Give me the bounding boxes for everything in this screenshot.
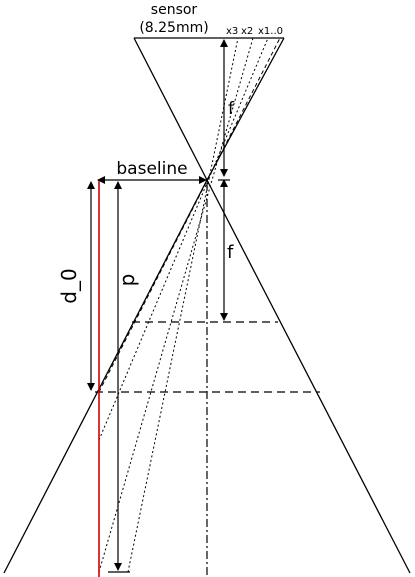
sensor-label: sensor (151, 2, 198, 18)
x3-label: x3 (226, 26, 238, 37)
x2-label: x2 (241, 26, 253, 37)
f-lower-label: f (227, 242, 234, 263)
lower-cone-left-edge (3, 179, 208, 574)
lower-cone-right-edge (206, 179, 411, 574)
upper-cone-left-edge (133, 37, 208, 181)
ray-x1 (98, 37, 269, 441)
ray-x3 (127, 37, 239, 573)
baseline-label: baseline (116, 159, 187, 179)
upper-cone-right-edge (206, 37, 285, 181)
f-upper-label: f (228, 99, 235, 119)
sensor-size-label: (8.25mm) (139, 20, 208, 36)
d0-label: d_0 (57, 268, 81, 303)
ray-x0 (98, 37, 281, 393)
p-label: p (115, 274, 139, 287)
x1-label: x1..0 (258, 26, 283, 37)
